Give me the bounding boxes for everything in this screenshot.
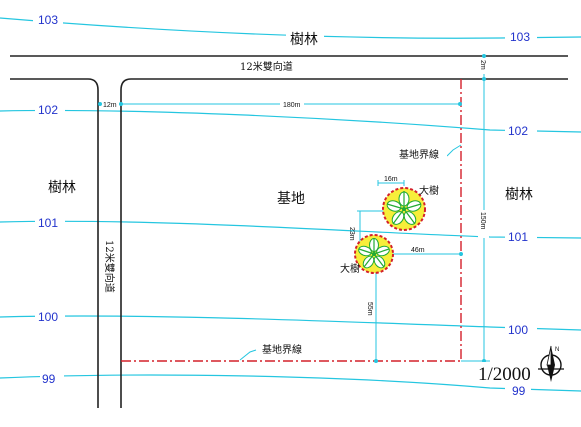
contour-100-label-right: 100: [508, 323, 528, 337]
contour-100: [0, 315, 581, 331]
forest-top-label: 樹林: [290, 32, 318, 48]
scale-label: 1/2000: [478, 364, 531, 385]
forest-right-label: 樹林: [505, 187, 533, 203]
tree-lower-icon: [354, 234, 394, 274]
dim-site-height-label: 150m: [479, 212, 486, 230]
contour-103-label-left: 103: [38, 13, 58, 27]
road-horizontal-bottom-edge: [10, 78, 99, 408]
north-arrow-label: N: [555, 347, 559, 353]
road-horizontal-label: 12米雙向道: [240, 60, 293, 73]
dim-tree-south-label: 55m: [366, 302, 373, 316]
contour-101-label-right: 101: [508, 230, 528, 244]
site-label: 基地: [277, 190, 305, 207]
boundary-label-upper: 基地界線: [399, 148, 439, 161]
boundary-leader-upper: [446, 144, 462, 157]
dim-site-width-label: 180m: [283, 102, 301, 109]
dim-tree-offset-label: 16m: [384, 176, 398, 183]
contour-103-label-right: 103: [510, 30, 530, 44]
tree-upper-icon: [382, 187, 426, 231]
contour-99: [0, 374, 581, 392]
contour-99-label-left: 99: [42, 372, 56, 386]
dim-tree-east-label: 46m: [411, 247, 425, 254]
dim-tree-spacing-label: 23m: [348, 227, 355, 241]
contour-101-label-left: 101: [38, 216, 58, 230]
north-arrow-icon: N: [538, 345, 564, 382]
dim-road-width-top-label: 2m: [479, 60, 486, 70]
boundary-leader-lower: [239, 349, 257, 361]
contour-101: [0, 220, 581, 239]
contour-102-label-right: 102: [508, 124, 528, 138]
contour-102: [0, 109, 581, 133]
road-vertical-label: 12米雙向道: [103, 240, 116, 293]
forest-left-label: 樹林: [48, 180, 76, 196]
contour-102-label-left: 102: [38, 103, 58, 117]
boundary-label-lower: 基地界線: [262, 343, 302, 356]
tree-label-lower: 大樹: [340, 262, 360, 275]
road-vertical-right-edge: [120, 78, 568, 408]
tree-label-upper: 大樹: [419, 184, 439, 197]
contour-100-label-left: 100: [38, 310, 58, 324]
dim-road-width-left-label: 12m: [103, 102, 117, 109]
contour-99-label-right: 99: [512, 384, 526, 398]
